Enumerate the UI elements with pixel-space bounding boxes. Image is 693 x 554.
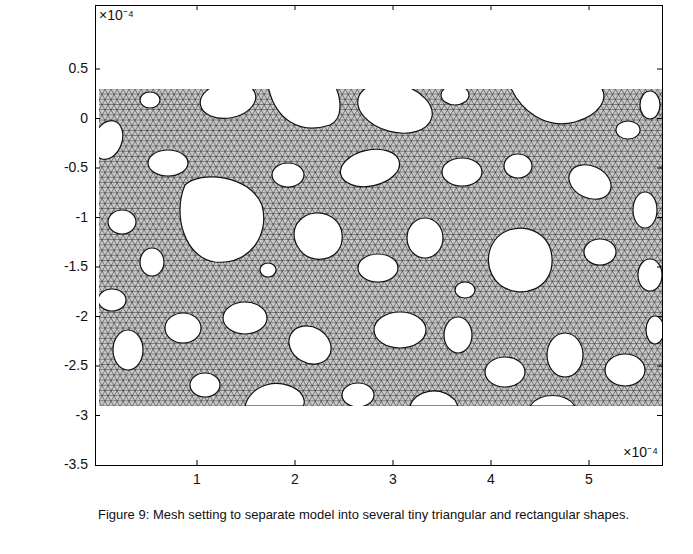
- axes-frame: [95, 5, 663, 466]
- y-tick-label: -1: [76, 210, 88, 225]
- y-tick-label: -3.5: [64, 457, 88, 472]
- y-tick-label: -0.5: [64, 160, 88, 175]
- axis-multiplier: ×10⁻⁴: [623, 445, 658, 460]
- y-tick-label: -1.5: [64, 259, 88, 274]
- x-tick-label: 2: [291, 472, 299, 487]
- figure-caption: Figure 9: Mesh setting to separate model…: [98, 506, 663, 524]
- x-tick-label: 3: [389, 472, 397, 487]
- y-tick-label: 0.5: [69, 61, 88, 76]
- x-tick-label: 4: [487, 472, 495, 487]
- y-tick-label: 0: [80, 111, 88, 126]
- x-tick-label: 1: [193, 472, 201, 487]
- y-tick-label: -2.5: [64, 358, 88, 373]
- y-tick-label: -2: [76, 309, 88, 324]
- axis-multiplier: ×10⁻⁴: [99, 8, 134, 23]
- pore-holes: [99, 89, 662, 406]
- mesh-region: [99, 89, 662, 406]
- y-tick-label: -3: [76, 408, 88, 423]
- x-tick-label: 5: [585, 472, 593, 487]
